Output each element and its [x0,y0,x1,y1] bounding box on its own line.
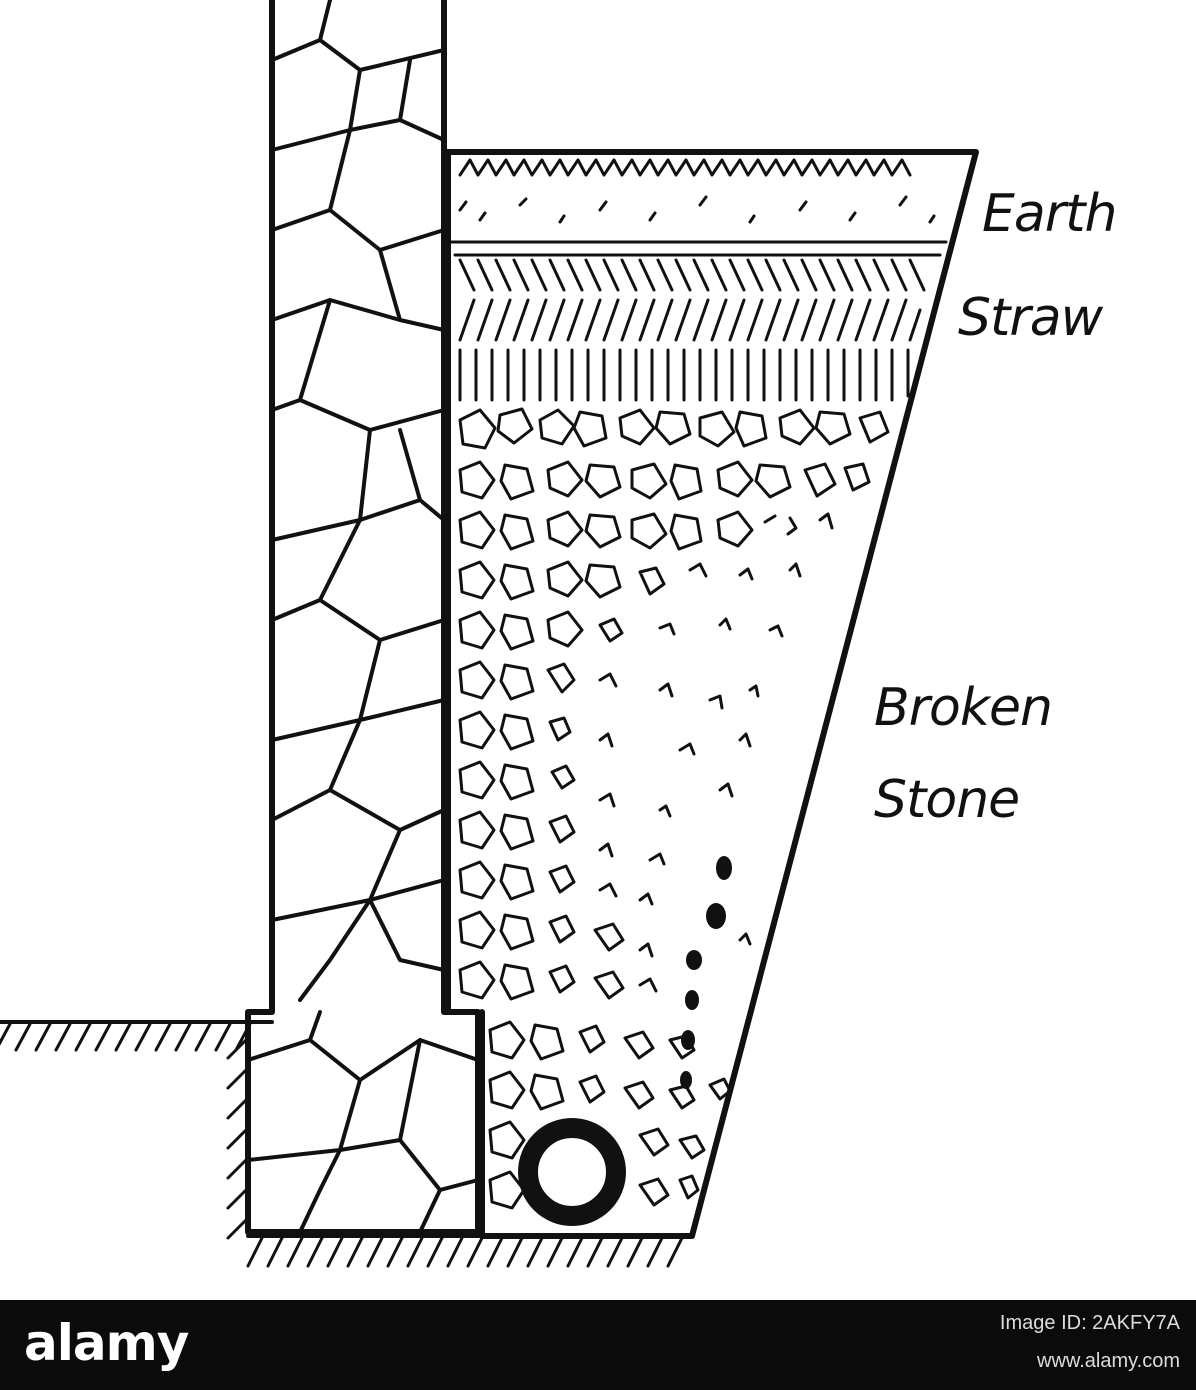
label-broken-stone-line1: Broken [874,678,1053,738]
retaining-wall-diagram: Earth Straw Broken Stone [0,0,1117,1268]
trench-hatch [226,1038,248,1240]
drain-pipe [518,1118,626,1226]
label-straw: Straw [958,288,1103,348]
site-url-text: www.alamy.com [1037,1350,1180,1372]
masonry-stone-joints [246,0,480,1234]
broken-stone-fill [458,407,890,1210]
backfill-trench-outline [445,149,979,1239]
base-hatch [246,1236,684,1268]
alamy-logo: alamy [24,1314,189,1372]
wall-section-drawing [0,0,979,1268]
image-id-text: Image ID: 2AKFY7A [999,1312,1180,1334]
watermark-bar: alamy Image ID: 2AKFY7A www.alamy.com [0,1300,1196,1390]
label-broken-stone-line2: Stone [874,770,1020,830]
ground-hatch-left [0,1022,252,1052]
straw-layer-hatch [453,253,942,402]
earth-layer-hatch [458,158,936,224]
label-earth: Earth [982,184,1117,244]
dark-stone-pieces [680,856,732,1089]
